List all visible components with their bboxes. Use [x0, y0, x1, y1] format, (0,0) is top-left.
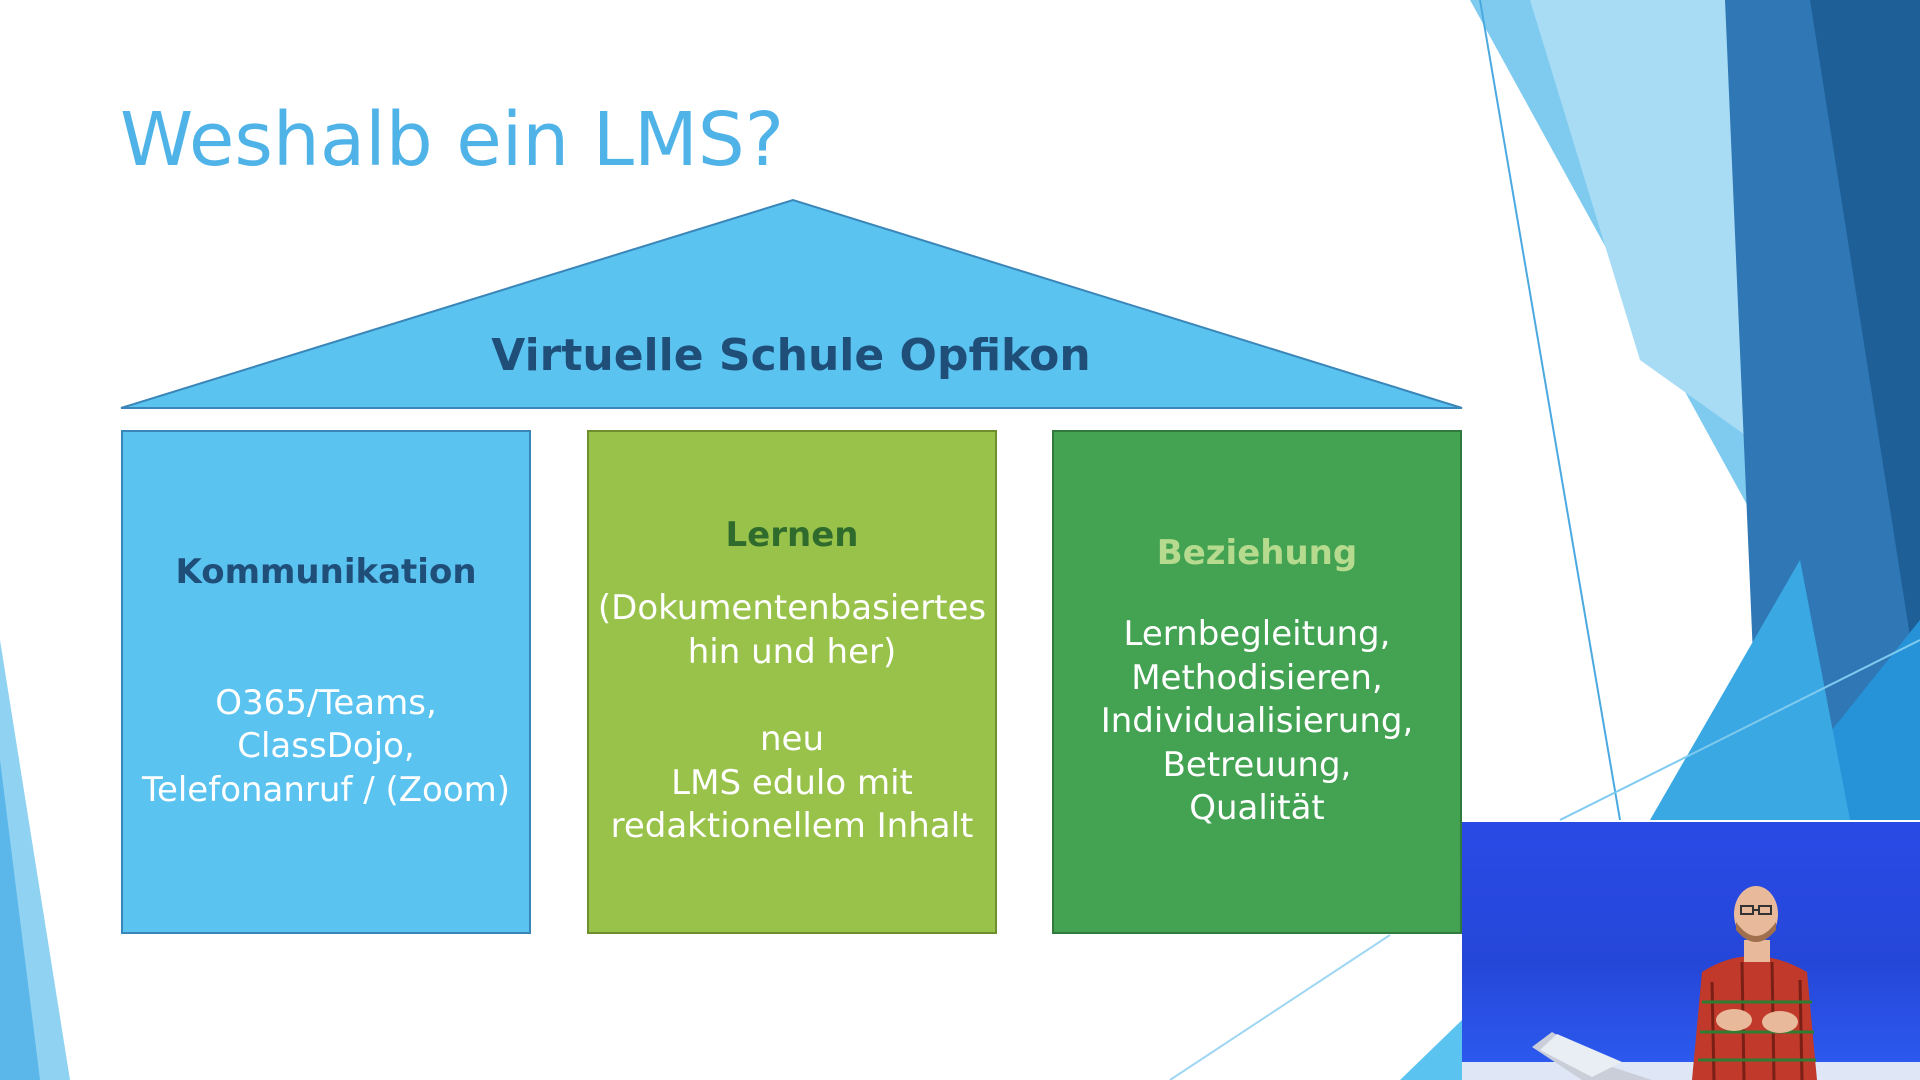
pillar-body: Lernbegleitung, Methodisieren, Individua… — [1100, 614, 1414, 829]
pillar-heading: Beziehung — [1156, 533, 1358, 574]
presenter-webcam — [1462, 822, 1920, 1080]
pillar-communication: Kommunikation O365/Teams, ClassDojo, Tel… — [121, 430, 531, 934]
roof-label: Virtuelle Schule Opfikon — [491, 330, 1091, 381]
pillar-body: O365/Teams, ClassDojo, Telefonanruf / (Z… — [141, 682, 511, 810]
presenter-figure — [1462, 886, 1920, 1080]
slide-title: Weshalb ein LMS? — [120, 97, 785, 183]
pillar-heading: Kommunikation — [175, 551, 477, 592]
pillar-learning: Lernen (Dokumentenbasiertes hin und her)… — [587, 430, 997, 934]
pillar-body: (Dokumentenbasiertes hin und her) neu LM… — [597, 588, 987, 847]
pillar-relationship: Beziehung Lernbegleitung, Methodisieren,… — [1052, 430, 1462, 934]
pillar-heading: Lernen — [725, 515, 859, 556]
